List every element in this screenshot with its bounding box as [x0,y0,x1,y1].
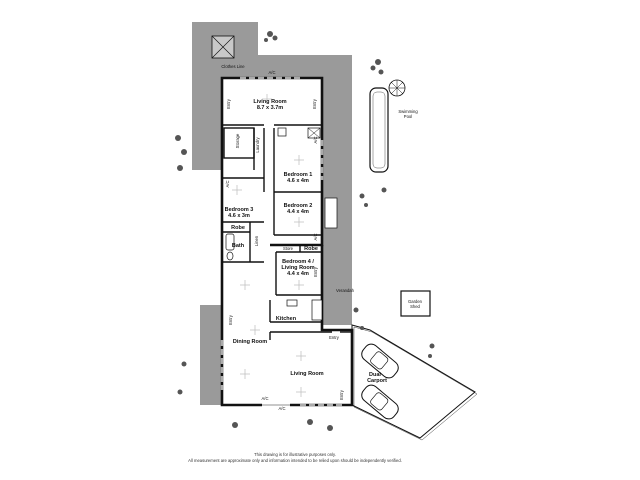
garden-shed-label-1: Garden [408,299,423,304]
ensuite-toilet-icon [277,127,287,137]
car-icon-2 [361,384,399,420]
entry-label-6: Entry [339,389,344,400]
robe-label-2: Robe [304,246,318,252]
clothes-line-label: Clothes Line [221,64,245,69]
dining-room-label: Dining Room [233,339,267,345]
interior-walls [222,124,352,340]
swimming-pool [369,87,389,173]
toilet-icon [226,251,234,261]
garden-shed [400,290,431,317]
ac-label-bed2: A/C [313,234,318,241]
carport-label-1: Dual [369,372,381,378]
ac-label-dining: A/C [262,396,269,401]
bedroom2-name: Bedroom 2 [284,203,313,209]
umbrella-icon [388,79,406,97]
bedroom3-name: Bedroom 3 [225,207,254,213]
fixtures [225,127,338,321]
entry-label-4: Entry [228,314,233,325]
ac-label-ens: A/C [313,137,318,144]
bedroom4-name-2: Living Room [281,265,314,271]
entry-label-1: Entry [226,98,231,109]
bedroom1-name: Bedroom 1 [284,172,313,178]
storage-label: Storage [235,133,240,148]
bedroom4-name: Bedroom 4 / [282,259,314,265]
car-icon-1 [361,343,399,379]
entry-label-3: Entry [313,266,318,277]
stove-icon [286,299,298,307]
bedroom3-size: 4.6 x 3m [228,213,250,219]
ac-label-bed3: A/C [225,181,230,188]
plant-icons [175,31,435,431]
living-upper-size: 8.7 x 3.7m [257,105,283,111]
kitchen-bench-icon [311,299,323,321]
pool-label-line1: Swimming [398,109,418,114]
bath-label: Bath [232,243,245,249]
ac-label-top: A/C [269,70,276,75]
bedroom1-size: 4.6 x 4m [287,178,309,184]
living-upper-name: Living Room [253,99,286,105]
plus-markers [232,94,306,397]
linen-label: Linen [254,235,259,246]
verandah-area [322,245,352,325]
garden-shed-label-2: Shed [410,304,420,309]
bedroom4-size: 4.4 x 4m [287,271,309,277]
entry-label-5: Entry [329,335,340,340]
disclaimer-line1: This drawing is for illustrative purpose… [254,452,336,457]
laundry-label: Laundry [255,137,260,153]
windows [220,76,345,407]
store-label: Store [283,246,294,251]
robe-label-1: Robe [231,225,245,231]
bedroom2-size: 4.4 x 4m [287,209,309,215]
carport-label-2: Carport [367,378,387,384]
clothes-line-icon [211,35,235,59]
disclaimer-line2: All measurement are approximate only and… [188,458,402,463]
kitchen-label: Kitchen [276,316,297,322]
verandah-label: Verandah [336,288,355,293]
side-bench-icon [324,197,338,229]
ac-label-living: A/C [279,406,286,411]
pool-label-line2: Pool [404,114,412,119]
entry-label-2: Entry [312,98,317,109]
living-lower-label: Living Room [290,371,323,377]
left-paving [200,305,222,405]
bathtub-icon [225,233,235,251]
